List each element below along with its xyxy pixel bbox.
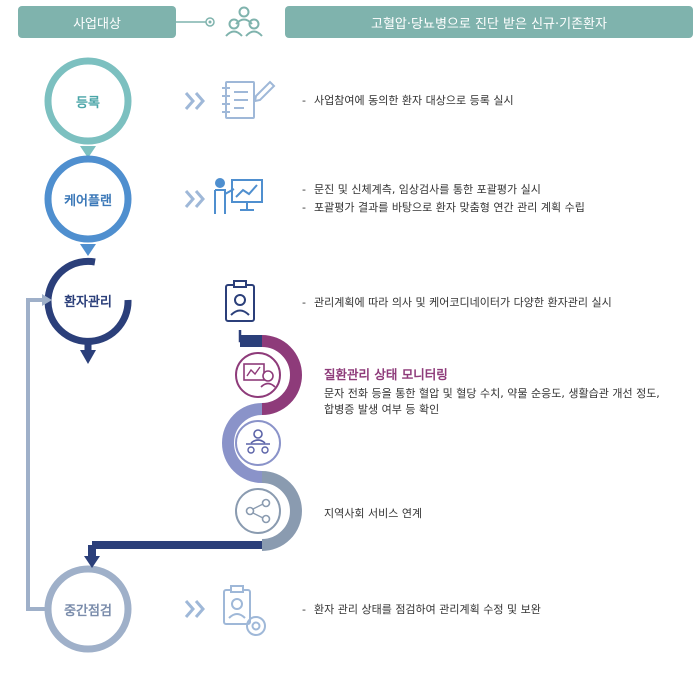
snake-monitor <box>261 335 302 415</box>
community-label: 지역사회 서비스 연계 <box>324 507 423 520</box>
step-ring-management <box>44 257 132 345</box>
careplan-desc: -문진 및 신체계측, 임상검사를 통한 포괄평가 실시 -포괄평가 결과를 바… <box>302 183 585 214</box>
snake-consult <box>222 403 263 483</box>
monitoring-title: 질환관리 상태 모니터링 <box>324 367 448 382</box>
step-label-management: 환자관리 <box>64 295 112 310</box>
monitoring-text: 문자 전화 등을 통한 혈압 및 혈당 수치, 약물 순응도, 생활습관 개선 … <box>324 387 660 416</box>
people-icon <box>225 6 263 37</box>
connector-dot <box>176 17 215 27</box>
target-label: 사업대상 <box>18 6 176 38</box>
step-label-review: 중간점검 <box>64 604 112 619</box>
management-desc: -관리계획에 따라 의사 및 케어코디네이터가 다양한 환자관리 실시 <box>302 296 612 309</box>
target-description: 고혈압·당뇨병으로 진단 받은 신규·기존환자 <box>285 6 693 38</box>
step-label-careplan: 케어플랜 <box>64 194 112 209</box>
step-label-registration: 등록 <box>76 96 100 111</box>
step-ring-careplan <box>44 155 132 243</box>
snake-community <box>261 471 302 551</box>
chevron-icon <box>184 92 205 618</box>
registration-desc: -사업참여에 동의한 환자 대상으로 등록 실시 <box>302 94 514 107</box>
review-desc: -환자 관리 상태를 점검하여 관리계획 수정 및 보완 <box>302 603 541 616</box>
step-ring-registration <box>44 57 132 145</box>
